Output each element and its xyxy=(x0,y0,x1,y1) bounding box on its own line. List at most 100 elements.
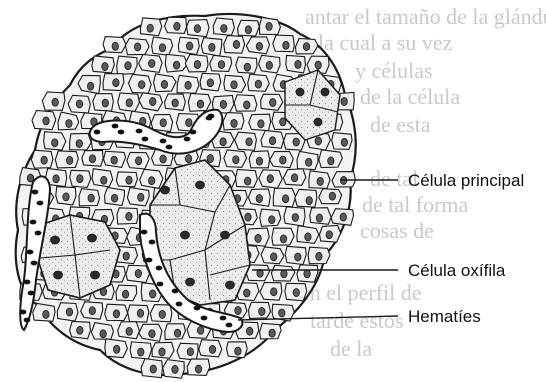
chief-cell-nucleus xyxy=(77,326,83,334)
chief-cell-nucleus xyxy=(220,100,226,108)
background-text-line: cosas de xyxy=(360,218,434,243)
chief-cell-nucleus xyxy=(235,347,241,355)
chief-cell-nucleus xyxy=(123,252,129,260)
chief-cell-nucleus xyxy=(280,156,286,164)
background-text-line: y células xyxy=(355,58,433,83)
red-blood-cell xyxy=(31,261,38,266)
chief-cell-nucleus xyxy=(292,213,298,221)
label-celula-oxifila: Célula oxífila xyxy=(408,261,506,280)
chief-cell-nucleus xyxy=(197,100,203,108)
chief-cell-nucleus xyxy=(271,253,277,261)
chief-cell-nucleus xyxy=(304,270,310,278)
chief-cell xyxy=(295,189,317,207)
chief-cell-nucleus xyxy=(150,365,156,373)
chief-cell-nucleus xyxy=(244,177,250,185)
chief-cell-nucleus xyxy=(149,290,155,298)
chief-cell-nucleus xyxy=(220,138,226,146)
chief-cell-nucleus xyxy=(221,24,227,32)
chief-cell-nucleus xyxy=(43,117,49,125)
chief-cell-nucleus xyxy=(185,155,191,163)
label-hematies: Hematíes xyxy=(408,307,481,326)
chief-cell-nucleus xyxy=(43,310,49,318)
chief-cell-nucleus xyxy=(209,345,215,353)
chief-cell-nucleus xyxy=(89,155,95,163)
chief-cell-nucleus xyxy=(63,193,69,201)
chief-cell-nucleus xyxy=(187,348,193,356)
red-blood-cell xyxy=(27,250,34,255)
chief-cell-nucleus xyxy=(256,157,262,165)
chief-cell-nucleus xyxy=(315,61,321,69)
red-blood-cell xyxy=(194,306,201,311)
chief-cell-nucleus xyxy=(111,194,117,202)
red-blood-cell xyxy=(136,129,143,134)
background-text-line: antar el tamaño de la glándula xyxy=(305,4,546,29)
red-blood-cell xyxy=(160,139,167,144)
chief-cell-nucleus xyxy=(233,156,239,164)
chief-cell-nucleus xyxy=(137,309,143,317)
chief-cell-nucleus xyxy=(207,155,213,163)
chief-cell-nucleus xyxy=(303,43,309,51)
background-text-line: de esta xyxy=(370,112,431,137)
background-text-line: de la célula xyxy=(360,84,460,109)
chief-cell-nucleus xyxy=(244,63,250,71)
chief-cell-nucleus xyxy=(134,43,140,51)
chief-cell-nucleus xyxy=(194,25,200,33)
chief-cell-nucleus xyxy=(161,80,167,88)
chief-cell-nucleus xyxy=(245,26,251,34)
chief-cell-nucleus xyxy=(258,120,264,128)
chief-cell-nucleus xyxy=(52,139,58,147)
chief-cell-nucleus xyxy=(172,99,178,107)
chief-cell-nucleus xyxy=(315,137,321,145)
chief-cell-nucleus xyxy=(113,79,119,87)
chief-cell-nucleus xyxy=(270,99,276,107)
chief-cell-nucleus xyxy=(173,61,179,69)
chief-cell-nucleus xyxy=(112,42,118,50)
chief-cell-nucleus xyxy=(244,289,250,297)
chief-cell-nucleus xyxy=(66,156,72,164)
chief-cell-nucleus xyxy=(102,99,108,107)
red-blood-cell xyxy=(149,240,156,245)
chief-cell-nucleus xyxy=(53,175,59,183)
chief-cell-nucleus xyxy=(279,309,285,317)
chief-cell-nucleus xyxy=(341,138,347,146)
chief-cell-nucleus xyxy=(281,270,287,278)
chief-cell-nucleus xyxy=(135,157,141,165)
chief-cell-nucleus xyxy=(138,348,144,356)
chief-cell-nucleus xyxy=(256,195,262,203)
chief-cell-nucleus xyxy=(283,41,289,49)
chief-cell-nucleus xyxy=(159,310,165,318)
chief-cell-nucleus xyxy=(172,365,178,373)
chief-cell-nucleus xyxy=(126,212,132,220)
chief-cell-nucleus xyxy=(185,81,191,89)
chief-cell-nucleus xyxy=(316,252,322,260)
chief-cell-nucleus xyxy=(266,22,272,30)
chief-cell-nucleus xyxy=(280,235,286,243)
red-blood-cell xyxy=(24,318,31,323)
chief-cell-nucleus xyxy=(328,157,334,165)
chief-cell-nucleus xyxy=(135,270,141,278)
red-blood-cell xyxy=(176,302,183,307)
chief-cell-nucleus xyxy=(282,195,288,203)
chief-cell-nucleus xyxy=(186,42,192,50)
chief-cell-nucleus xyxy=(244,101,250,109)
chief-cell-nucleus xyxy=(111,156,117,164)
chief-cell-nucleus xyxy=(52,98,58,106)
chief-cell-nucleus xyxy=(295,60,301,68)
chief-cell-nucleus xyxy=(233,40,239,48)
red-blood-cell xyxy=(35,231,42,236)
chief-cell-nucleus xyxy=(66,308,72,316)
chief-cell-nucleus xyxy=(89,307,95,315)
chief-cell-nucleus xyxy=(271,288,277,296)
chief-cell-nucleus xyxy=(247,327,253,335)
background-text-line: la cual a su vez xyxy=(318,30,453,55)
chief-cell-nucleus xyxy=(66,120,72,128)
chief-cell-nucleus xyxy=(126,99,132,107)
chief-cell-nucleus xyxy=(231,81,237,89)
red-blood-cell xyxy=(201,316,208,321)
chief-cell-nucleus xyxy=(87,82,93,90)
red-blood-cell xyxy=(30,220,37,225)
red-blood-cell xyxy=(190,130,197,135)
chief-cell-nucleus xyxy=(150,98,156,106)
red-blood-cell xyxy=(220,316,227,321)
